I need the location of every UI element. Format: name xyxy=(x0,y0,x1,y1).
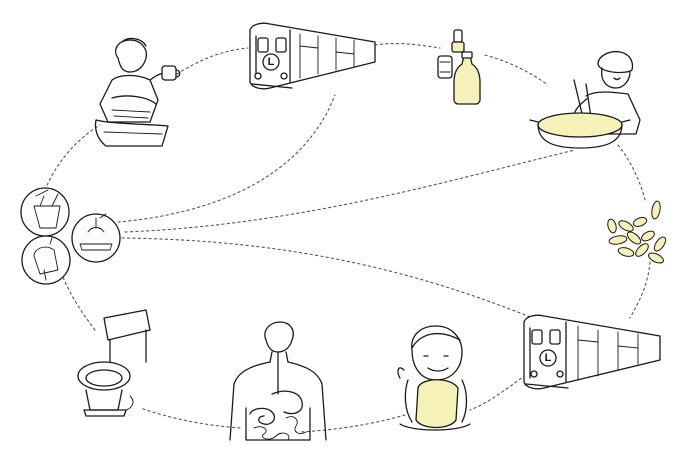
subway-train-top: L xyxy=(249,22,376,90)
cook-with-pot-icon xyxy=(529,50,641,149)
vignette-groceries xyxy=(20,187,70,237)
boy-eating-sandwich-icon xyxy=(397,325,471,431)
connector-peanuts-to-train xyxy=(629,261,651,319)
connector-train-to-boy xyxy=(469,371,531,411)
connector-toilet-to-kitchen xyxy=(59,269,96,331)
route-letter-top: L xyxy=(268,56,275,68)
kitchen-vignettes-icon xyxy=(20,187,121,285)
breastfeeding-mother-icon xyxy=(94,37,181,147)
toilet-icon xyxy=(77,309,151,417)
route-badge-bottom xyxy=(539,349,557,367)
connector-kitchen-to-train xyxy=(117,94,336,223)
peanuts-icon xyxy=(607,200,667,264)
subway-train-bottom: L xyxy=(523,314,661,390)
connector-cook-to-peanuts xyxy=(617,144,646,201)
connector-body-to-toilet xyxy=(139,407,241,429)
mug-icon xyxy=(161,65,177,81)
connector-kitchen-to-mother xyxy=(44,124,101,191)
vignette-sink xyxy=(21,235,71,285)
route-letter-bottom: L xyxy=(545,352,552,364)
connector-train-to-bottles xyxy=(374,43,441,49)
milk-bottles-icon xyxy=(437,29,481,105)
route-badge-top xyxy=(262,53,280,71)
cycle-connections xyxy=(44,43,651,433)
connector-kitchen-to-cook xyxy=(124,149,576,233)
digestive-system-icon xyxy=(229,321,327,441)
connector-mother-to-train xyxy=(167,47,249,81)
connector-kitchen-to-bottom-train xyxy=(121,237,551,326)
connector-boy-to-body xyxy=(299,414,406,433)
connector-bottles-to-cook xyxy=(484,54,549,86)
